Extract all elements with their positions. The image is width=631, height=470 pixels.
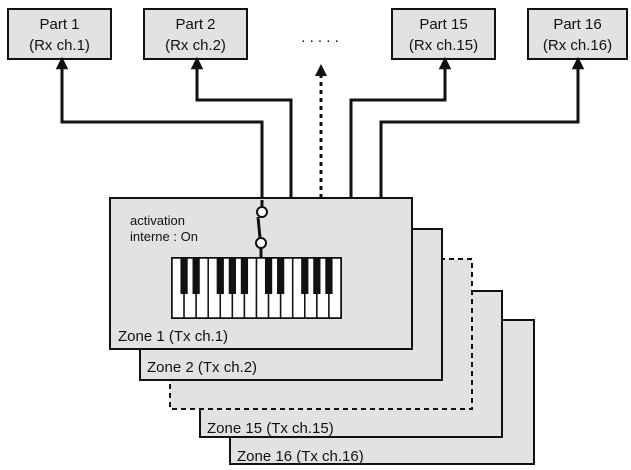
black-key [180,258,187,294]
part-15-name: Part 15 [419,16,467,33]
black-key [241,258,248,294]
black-key [193,258,200,294]
part-16-channel: (Rx ch.16) [543,37,612,54]
part-1-name: Part 1 [39,16,79,33]
part-15-channel: (Rx ch.15) [409,37,478,54]
black-key [301,258,308,294]
part-1-channel: (Rx ch.1) [29,37,90,54]
black-key [325,258,332,294]
part-box-15: Part 15 (Rx ch.15) [392,9,495,59]
line-to-part-1 [62,63,262,198]
part-box-16: Part 16 (Rx ch.16) [528,9,627,59]
switch-label-line2: interne : On [130,229,198,244]
parts-ellipsis: . . . . . [301,29,339,46]
zone-2-label: Zone 2 (Tx ch.2) [147,359,257,376]
line-to-part-16 [381,63,578,198]
line-to-part-2 [197,63,291,198]
black-key [277,258,284,294]
arrowhead-dotted-middle [315,64,327,76]
black-key [229,258,236,294]
part-16-name: Part 16 [553,16,601,33]
part-2-channel: (Rx ch.2) [165,37,226,54]
part-box-1: Part 1 (Rx ch.1) [8,9,111,59]
black-key [313,258,320,294]
zone-15-label: Zone 15 (Tx ch.15) [207,420,334,437]
black-key [265,258,272,294]
part-2-name: Part 2 [175,16,215,33]
zone-1-label: Zone 1 (Tx ch.1) [118,328,228,345]
part-box-2: Part 2 (Rx ch.2) [144,9,247,59]
line-to-part-15 [351,63,445,198]
black-key [217,258,224,294]
switch-label-line1: activation [130,213,185,228]
zone-16-label: Zone 16 (Tx ch.16) [237,448,364,465]
keyboard [172,258,341,318]
